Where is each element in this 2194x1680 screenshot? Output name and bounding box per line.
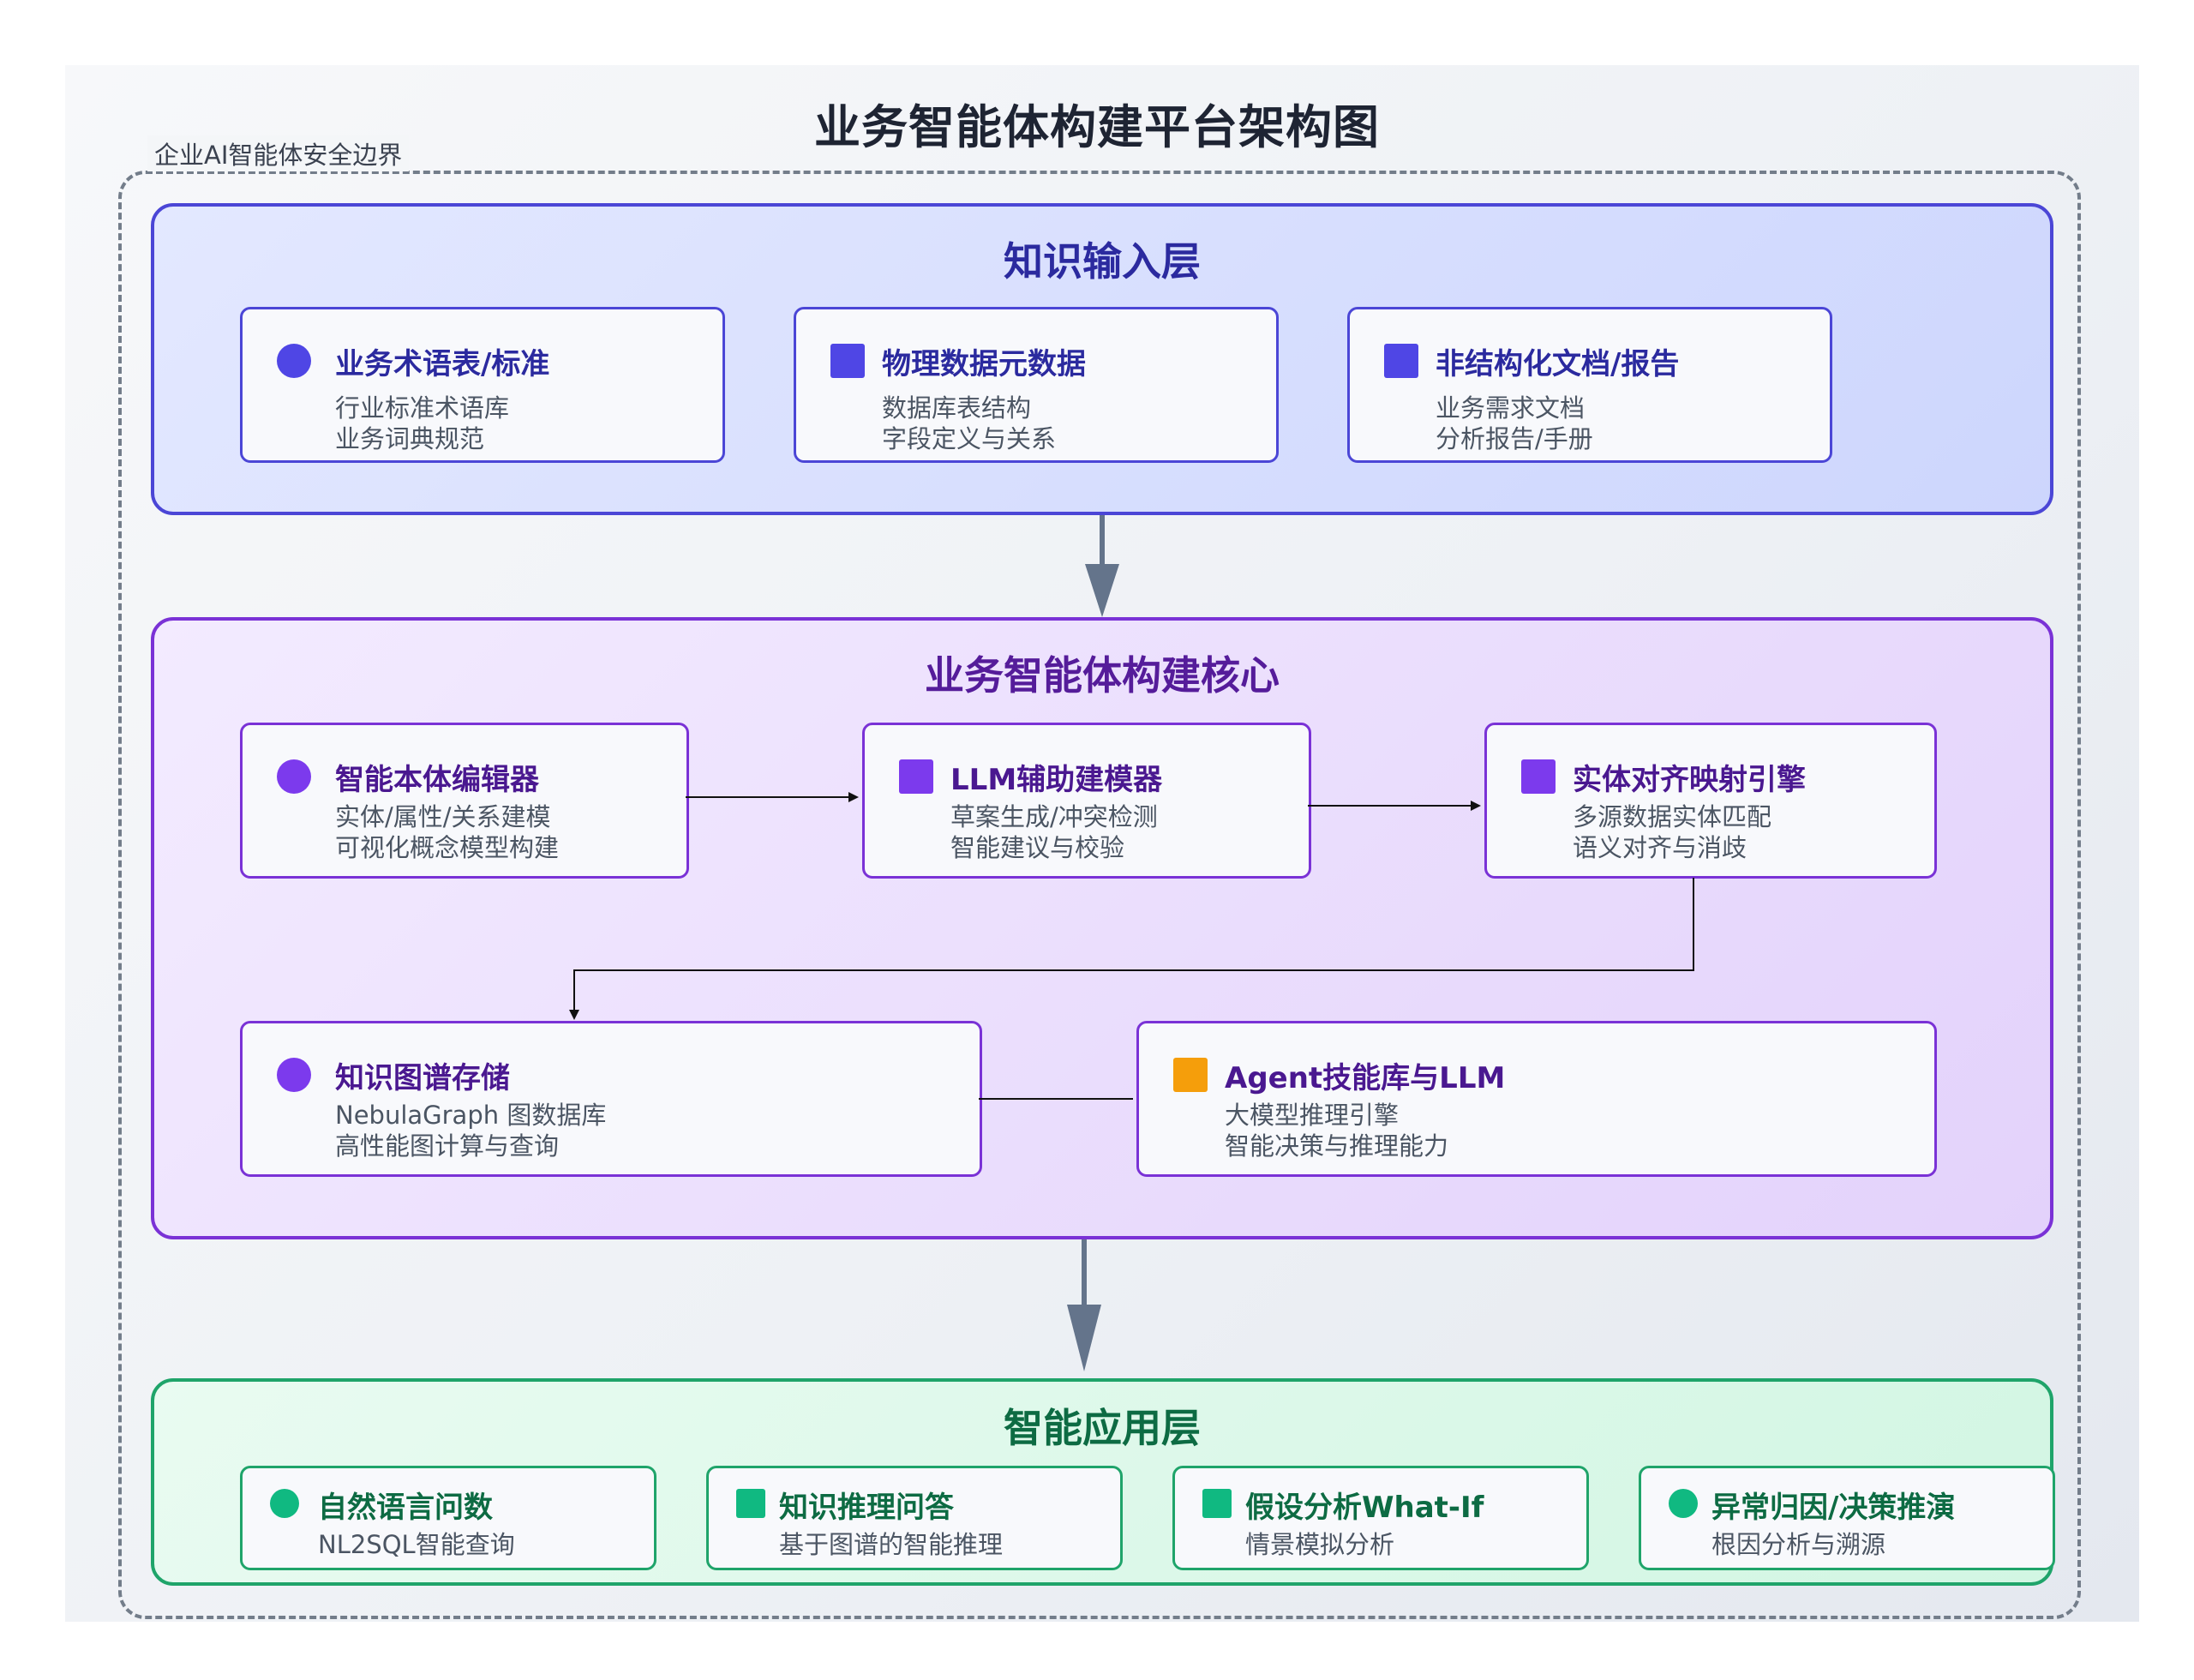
security-boundary (118, 171, 2081, 1619)
card-line: 大模型推理引擎 (1225, 1101, 1400, 1130)
flow-arrow-input-to-core (1085, 515, 1119, 617)
card-what-if-analysis: 假设分析What-If 情景模拟分析 (1172, 1466, 1589, 1570)
card-line: 业务词典规范 (335, 424, 485, 453)
card-title: LLM辅助建模器 (950, 763, 1163, 797)
card-line: 基于图谱的智能推理 (779, 1530, 1004, 1559)
circle-icon (277, 1058, 311, 1092)
intelligent-app-layer-title: 智能应用层 (1004, 1405, 1201, 1451)
card-nl-query: 自然语言问数 NL2SQL智能查询 (240, 1466, 656, 1570)
connector-alignment-to-storage (569, 878, 1694, 1020)
square-icon (1521, 759, 1556, 794)
card-line: 数据库表结构 (882, 393, 1032, 423)
card-unstructured-docs: 非结构化文档/报告 业务需求文档 分析报告/手册 (1347, 307, 1832, 463)
card-line: 业务需求文档 (1436, 393, 1586, 423)
square-icon (830, 344, 865, 378)
card-knowledge-reasoning-qa: 知识推理问答 基于图谱的智能推理 (706, 1466, 1123, 1570)
page-title: 业务智能体构建平台架构图 (814, 100, 1380, 154)
card-line: 可视化概念模型构建 (335, 833, 560, 862)
card-title: 异常归因/决策推演 (1711, 1491, 1956, 1525)
square-icon (899, 759, 933, 794)
card-business-glossary: 业务术语表/标准 行业标准术语库 业务词典规范 (240, 307, 725, 463)
card-line: 高性能图计算与查询 (335, 1131, 560, 1161)
card-line: 实体/属性/关系建模 (335, 802, 551, 831)
card-title: 实体对齐映射引擎 (1573, 763, 1806, 797)
card-title: 知识图谱存储 (335, 1061, 510, 1095)
card-line: NebulaGraph 图数据库 (335, 1101, 607, 1130)
square-icon (1384, 344, 1418, 378)
card-line: 智能建议与校验 (950, 833, 1125, 862)
knowledge-input-layer-title: 知识输入层 (1004, 238, 1201, 285)
card-line: 智能决策与推理能力 (1225, 1131, 1449, 1161)
circle-icon (1669, 1489, 1698, 1518)
card-line: 语义对齐与消歧 (1573, 833, 1747, 862)
card-physical-metadata: 物理数据元数据 数据库表结构 字段定义与关系 (794, 307, 1279, 463)
card-line: 字段定义与关系 (882, 424, 1057, 453)
circle-icon (277, 344, 311, 378)
card-title: 业务术语表/标准 (335, 347, 550, 381)
card-line: 根因分析与溯源 (1711, 1530, 1886, 1559)
agent-core-layer: 业务智能体构建核心 智能本体编辑器 实体/属性/关系建模 可视化概念模型构建 L… (151, 617, 2053, 1239)
card-agent-skills-llm: Agent技能库与LLM 大模型推理引擎 智能决策与推理能力 (1136, 1021, 1937, 1177)
square-icon (1202, 1489, 1232, 1518)
card-knowledge-graph-storage: 知识图谱存储 NebulaGraph 图数据库 高性能图计算与查询 (240, 1021, 982, 1177)
card-title: 智能本体编辑器 (335, 763, 539, 797)
security-boundary-label: 企业AI智能体安全边界 (147, 135, 410, 171)
circle-icon (277, 759, 311, 794)
card-line: 草案生成/冲突检测 (950, 802, 1158, 831)
card-ontology-editor: 智能本体编辑器 实体/属性/关系建模 可视化概念模型构建 (240, 723, 689, 879)
circle-icon (270, 1489, 299, 1518)
square-icon (736, 1489, 765, 1518)
card-line: 情景模拟分析 (1245, 1530, 1395, 1559)
card-anomaly-attribution: 异常归因/决策推演 根因分析与溯源 (1639, 1466, 2055, 1570)
knowledge-input-layer: 知识输入层 业务术语表/标准 行业标准术语库 业务词典规范 物理数据元数据 数据… (151, 203, 2053, 515)
card-title: 假设分析What-If (1245, 1491, 1484, 1525)
card-line: 行业标准术语库 (335, 393, 510, 423)
card-llm-modeler: LLM辅助建模器 草案生成/冲突检测 智能建议与校验 (862, 723, 1311, 879)
intelligent-app-layer: 智能应用层 自然语言问数 NL2SQL智能查询 知识推理问答 基于图谱的智能推理… (151, 1378, 2055, 1586)
card-line: 多源数据实体匹配 (1573, 802, 1772, 831)
card-line: 分析报告/手册 (1436, 424, 1593, 453)
card-entity-alignment: 实体对齐映射引擎 多源数据实体匹配 语义对齐与消歧 (1484, 723, 1937, 879)
card-title: Agent技能库与LLM (1225, 1061, 1506, 1095)
flow-arrow-core-to-app (1067, 1239, 1101, 1371)
card-title: 非结构化文档/报告 (1436, 347, 1680, 381)
agent-core-layer-title: 业务智能体构建核心 (925, 652, 1280, 699)
card-title: 物理数据元数据 (882, 347, 1086, 381)
card-title: 自然语言问数 (318, 1491, 493, 1525)
card-line: NL2SQL智能查询 (318, 1530, 515, 1559)
square-icon (1173, 1058, 1208, 1092)
card-title: 知识推理问答 (779, 1491, 954, 1525)
